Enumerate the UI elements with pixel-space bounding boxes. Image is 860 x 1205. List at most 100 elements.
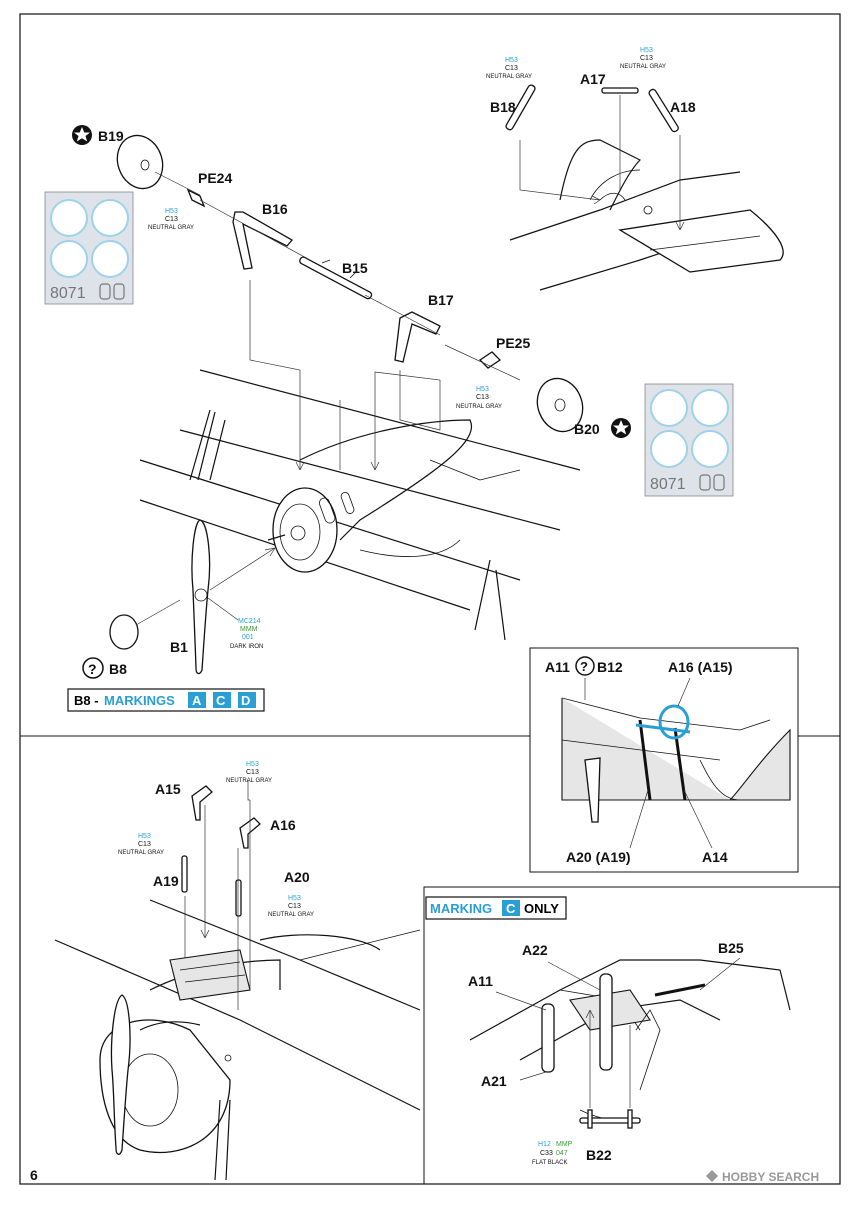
mask-sheet-1: 8071 — [44, 191, 134, 305]
leader-a14 — [683, 789, 713, 849]
mask-code-2: 8071 — [650, 476, 686, 493]
label-b18: B18 — [490, 99, 516, 115]
paint-callout-a19: H53 C13 NEUTRAL GRAY — [118, 833, 164, 856]
svg-text:NEUTRAL GRAY: NEUTRAL GRAY — [148, 225, 194, 231]
svg-text:?: ? — [88, 661, 97, 677]
question-icon-b12: ? — [575, 656, 595, 676]
svg-text:C13: C13 — [165, 216, 178, 223]
label-b12: B12 — [597, 659, 623, 675]
page-frame — [19, 13, 841, 1185]
label-pe24: PE24 — [198, 170, 232, 186]
svg-text:C33: C33 — [540, 1150, 553, 1157]
assembly-arrows-top — [199, 199, 521, 591]
svg-text:047: 047 — [556, 1150, 568, 1157]
svg-text:B8 -: B8 - — [74, 693, 99, 708]
svg-text:C13: C13 — [505, 65, 518, 72]
svg-text:001: 001 — [242, 634, 254, 641]
question-icon-b8: ? — [82, 657, 104, 679]
part-a17 — [601, 87, 639, 94]
assembly-arrows-marking-c — [495, 957, 741, 1108]
part-b17 — [394, 311, 441, 363]
page-number: 6 — [30, 1167, 38, 1183]
spinner-b8 — [109, 614, 139, 650]
label-b22: B22 — [586, 1147, 612, 1163]
svg-text:MARKINGS: MARKINGS — [104, 693, 175, 708]
paint-callout-b18: H53 C13 NEUTRAL GRAY — [486, 57, 532, 80]
leader-a20 — [629, 789, 649, 849]
svg-text:D: D — [241, 693, 250, 708]
star-icon-b19 — [72, 125, 92, 145]
part-a16 — [239, 817, 261, 849]
tail-drawing — [509, 139, 784, 291]
assembly-arrows-cockpit — [184, 780, 251, 1010]
svg-text:ONLY: ONLY — [524, 901, 559, 916]
wheel-b20 — [536, 377, 584, 433]
part-a18 — [648, 88, 679, 133]
svg-text:H53: H53 — [138, 833, 151, 840]
paint-callout-a17: H53 C13 NEUTRAL GRAY — [620, 47, 666, 70]
leader-b19 — [154, 171, 201, 196]
svg-text:C13: C13 — [246, 769, 259, 776]
leader-b1 — [207, 597, 239, 621]
svg-text:MMP: MMP — [556, 1141, 573, 1148]
svg-text:H53: H53 — [640, 47, 653, 54]
svg-text:C: C — [216, 693, 226, 708]
svg-text:H53: H53 — [288, 895, 301, 902]
label-a15: A15 — [155, 781, 181, 797]
label-b25: B25 — [718, 940, 744, 956]
hobbysearch-logo-icon — [706, 1170, 718, 1182]
label-a20-a19: A20 (A19) — [566, 849, 631, 865]
marking-c-bar: MARKING C ONLY — [425, 896, 567, 920]
paint-callout-pe25: H53 C13 NEUTRAL GRAY — [456, 386, 502, 410]
part-a15 — [191, 785, 213, 821]
paint-callout-pe24: H53 C13 NEUTRAL GRAY — [148, 208, 194, 231]
label-a18: A18 — [670, 99, 696, 115]
label-a14: A14 — [702, 849, 728, 865]
svg-text:H53: H53 — [246, 761, 259, 768]
label-b16: B16 — [262, 201, 288, 217]
part-b18 — [505, 84, 536, 131]
marking-c-box — [423, 886, 841, 1185]
paint-callout-b1: MC214 MMM 001 DARK IRON — [230, 618, 263, 650]
svg-text:NEUTRAL GRAY: NEUTRAL GRAY — [456, 404, 502, 410]
svg-text:NEUTRAL GRAY: NEUTRAL GRAY — [486, 74, 532, 80]
label-a11-b12: A11 — [545, 659, 570, 675]
leader-a16 — [677, 677, 691, 707]
label-pe25: PE25 — [496, 335, 530, 351]
mask-code-1: 8071 — [50, 285, 86, 302]
svg-text:FLAT BLACK: FLAT BLACK — [532, 1160, 567, 1166]
mask-sheet-2: 8071 — [644, 383, 734, 497]
wheel-b19 — [116, 134, 164, 190]
svg-text:C13: C13 — [640, 55, 653, 62]
svg-text:H53: H53 — [505, 57, 518, 64]
svg-text:DARK IRON: DARK IRON — [230, 644, 263, 650]
label-b1: B1 — [170, 639, 188, 655]
label-a16: A16 — [270, 817, 296, 833]
part-b15 — [299, 256, 373, 300]
svg-text:MC214: MC214 — [238, 618, 261, 625]
cockpit-drawing — [54, 899, 421, 1181]
part-a20 — [235, 879, 242, 917]
label-b20: B20 — [574, 421, 600, 437]
label-b8: B8 — [109, 661, 127, 677]
svg-text:MARKING: MARKING — [430, 901, 492, 916]
svg-text:NEUTRAL GRAY: NEUTRAL GRAY — [118, 850, 164, 856]
svg-text:HOBBY SEARCH: HOBBY SEARCH — [722, 1170, 819, 1184]
label-a22: A22 — [522, 942, 548, 958]
label-a17: A17 — [580, 71, 606, 87]
svg-text:MMM: MMM — [240, 626, 258, 633]
label-a16-a15: A16 (A15) — [668, 659, 733, 675]
label-b19: B19 — [98, 128, 124, 144]
svg-text:C13: C13 — [138, 841, 151, 848]
paint-callout-a15: H53 C13 NEUTRAL GRAY — [226, 761, 272, 784]
svg-text:?: ? — [580, 659, 588, 674]
svg-text:H12: H12 — [538, 1141, 551, 1148]
svg-text:H53: H53 — [165, 208, 178, 215]
fuselage-drawing — [139, 369, 581, 641]
assembly-arrows-tail — [519, 95, 685, 231]
label-a19: A19 — [153, 873, 179, 889]
svg-text:C13: C13 — [476, 394, 489, 401]
markings-bar-b8: B8 - MARKINGS A C D — [67, 688, 265, 712]
svg-text:C13: C13 — [288, 903, 301, 910]
